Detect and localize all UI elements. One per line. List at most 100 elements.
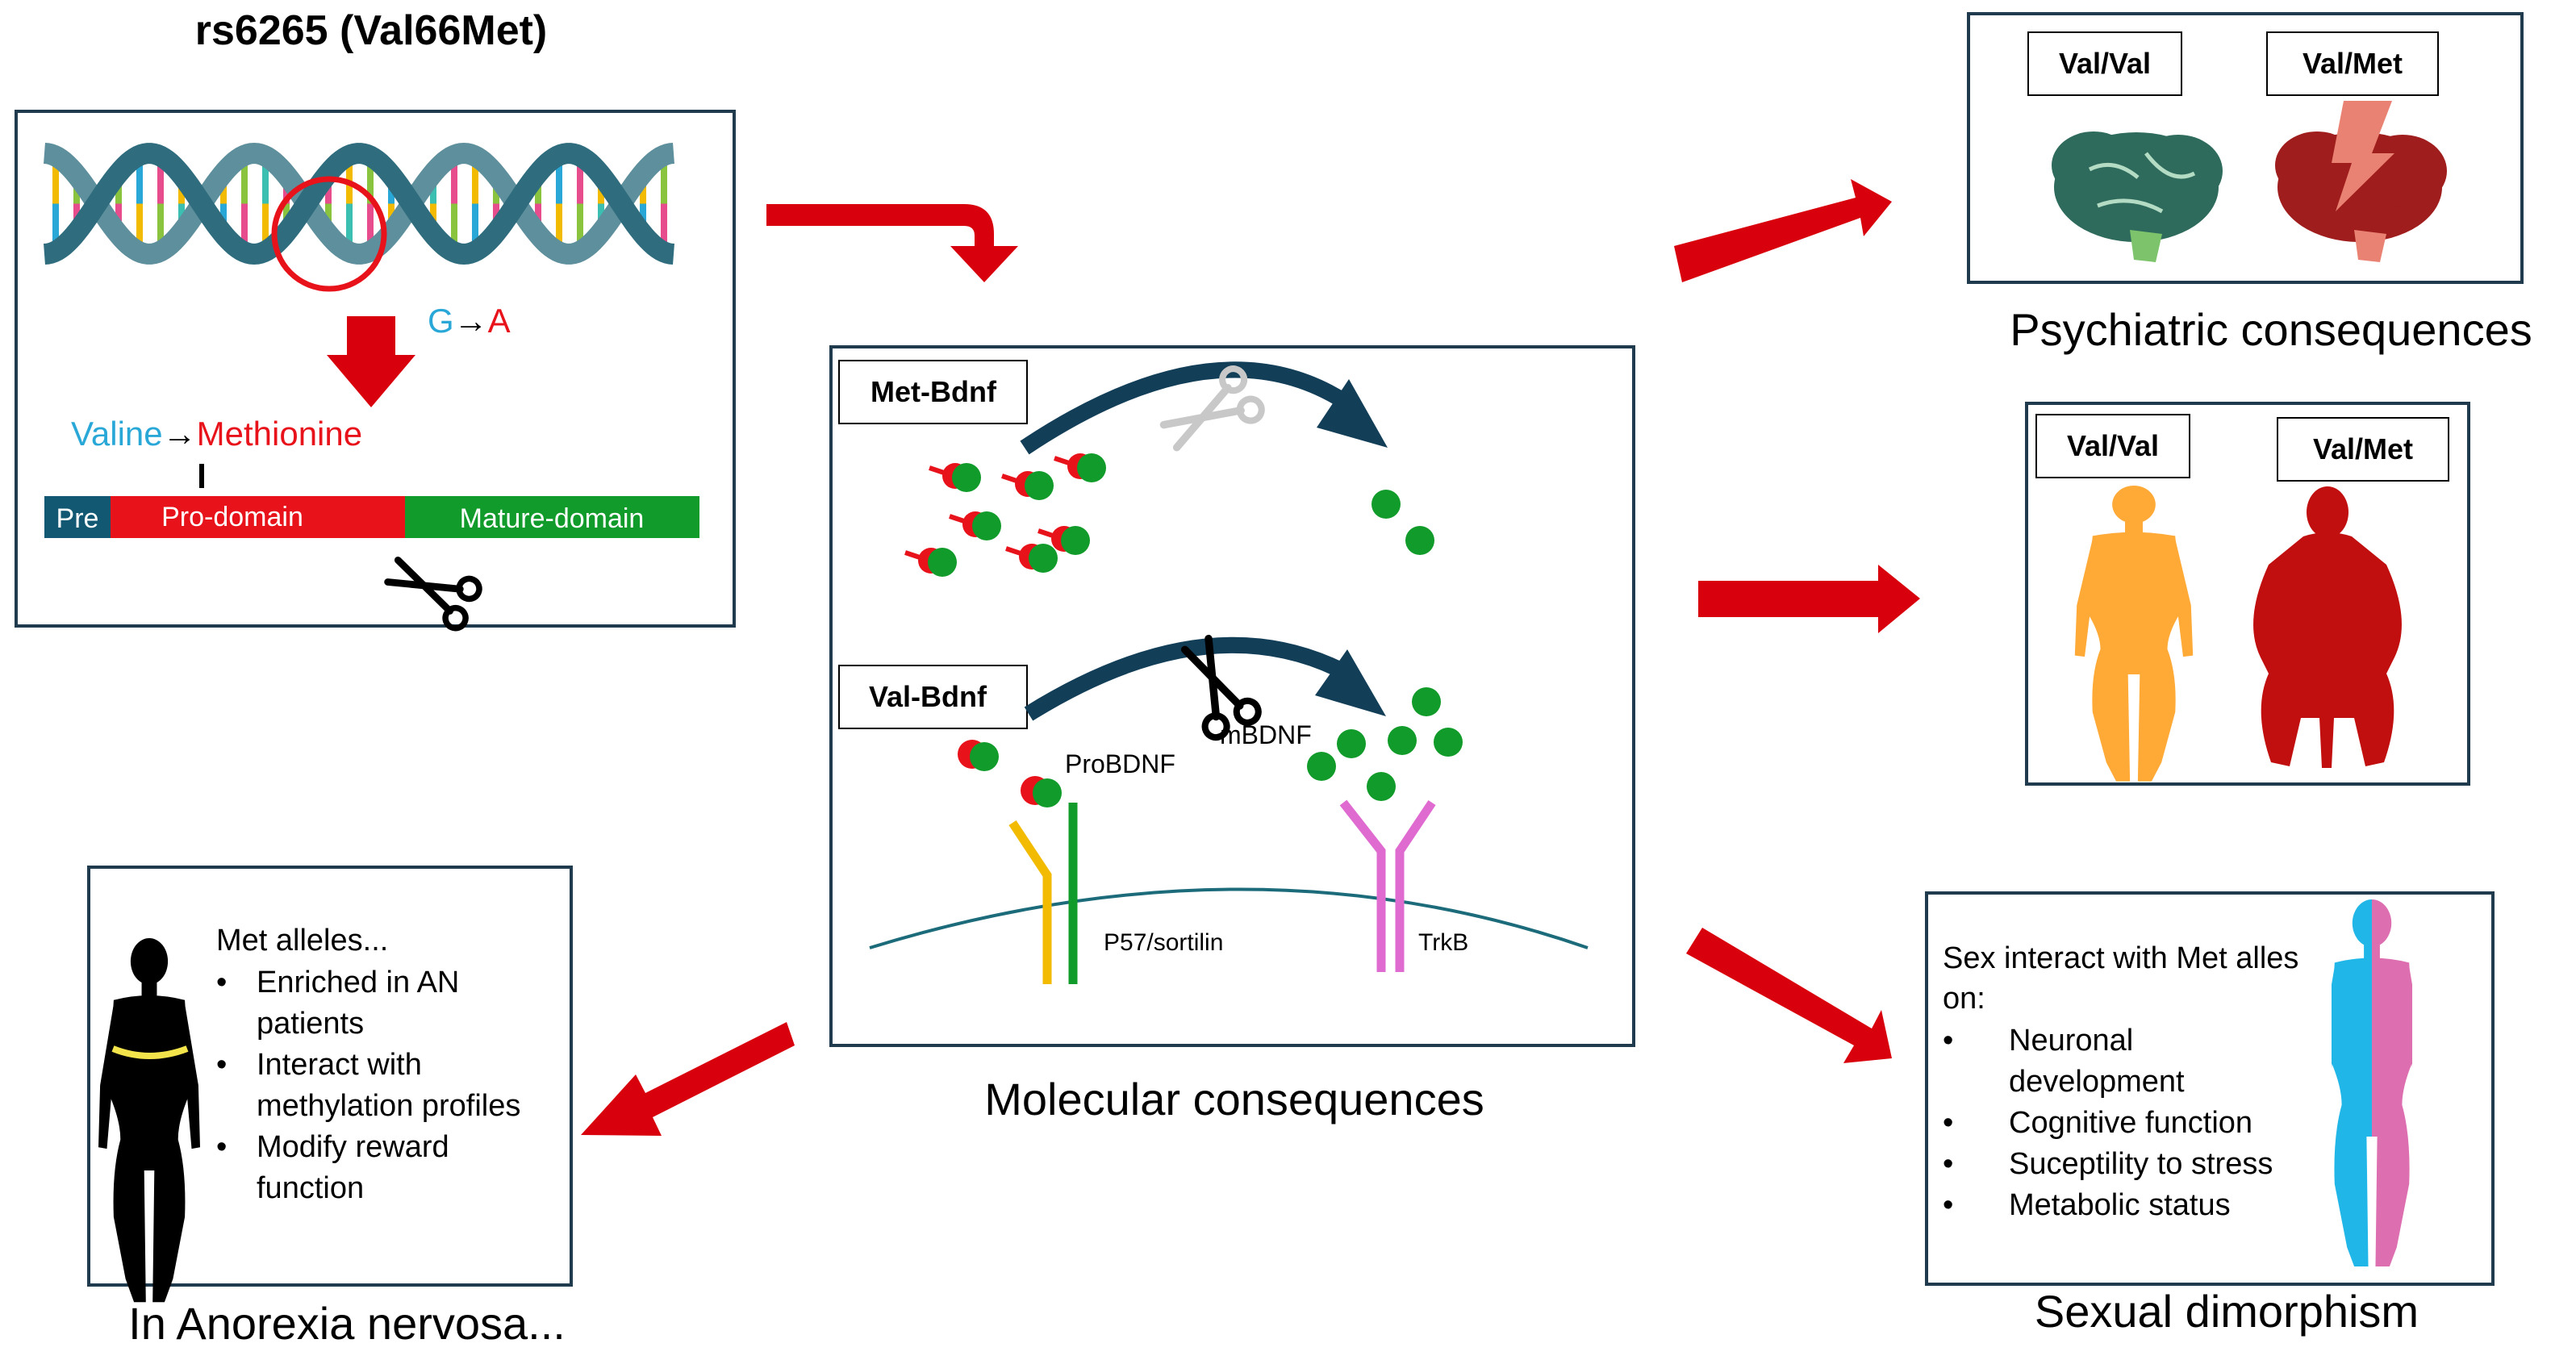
down-arrow [327,316,415,407]
list-item-text-cont: function [257,1171,364,1205]
snp-highlight-circle [271,176,387,292]
met-bdnf-box [838,360,1028,424]
mbdnf-label: mBDNF [1220,720,1312,749]
pre-label: Pre [56,503,99,534]
arrow-to-sexual [1686,928,1892,1063]
met-probdnf-molecule [1001,471,1054,500]
genotype-label-valval: Val/Val [2067,429,2159,462]
pro-domain [111,496,405,538]
list-item: • Neuronal development [1943,1024,2185,1099]
list-item: • Enriched in AN patients [216,966,459,1041]
met-cleavage-arrow [1020,361,1352,455]
genotype-box-valmet [2277,417,2449,482]
mature-label: Mature-domain [460,503,645,534]
list-item-text: Enriched in AN [257,966,459,999]
anorexia-caption: In Anorexia nervosa... [128,1298,566,1349]
scissors-icon [1159,365,1265,452]
bullet: • [216,1130,227,1164]
met-probdnf-molecule [1005,544,1058,573]
genotype-box-valval [2027,31,2182,96]
val-bdnf-label: Val-Bdnf [869,680,987,713]
genotype-box-valmet [2266,31,2439,96]
bullet: • [1943,1024,1953,1058]
list-item-text: Interact with [257,1048,422,1082]
mature-domain [405,496,699,538]
psychiatric-panel: Val/Val Val/Met Psychiatric consequences [1967,12,2532,355]
arrow-snp-to-molecular [766,204,1018,282]
scissors-icon [384,556,482,632]
met-arrowhead [1317,379,1388,448]
sexual-heading-1: Sex interact with Met alles [1943,941,2298,975]
met-probdnf-molecule [1037,526,1090,555]
anorexia-heading: Met alleles... [216,924,388,958]
mutation-to: A [488,302,511,340]
list-item: • Cognitive function [1943,1106,2252,1140]
brain-lightning-icon [2275,101,2447,262]
list-item: • Suceptility to stress [1943,1147,2273,1181]
connector-arrows [581,179,1920,1136]
scissors-icon [1180,634,1262,741]
trkb-receptor [1339,799,1436,972]
list-item-text: Metabolic status [2009,1188,2231,1222]
mutation-arrow: → [454,302,488,340]
val-bdnf-box [838,665,1028,729]
list-item-text-cont: patients [257,1007,364,1041]
sexual-dimorphism-panel: Sex interact with Met alles on: • Neurona… [1925,891,2495,1337]
pro-label: Pro-domain [161,502,303,532]
anorexia-findings-list: • Enriched in AN patients • Interact with met… [216,966,520,1205]
anorexia-panel: Met alleles... • Enriched in AN patients • I… [87,866,573,1349]
val-arrowhead [1315,649,1386,716]
list-item-text: Modify reward [257,1130,449,1164]
met-probdnf-molecule [949,511,1001,540]
bullet: • [216,966,227,999]
met-probdnf-molecule [904,548,957,577]
protein-domains: Pre Pro-domain Mature-domain [44,496,699,538]
list-item: • Interact with methylation profiles [216,1048,520,1123]
p57-sortilin-receptor [1008,803,1078,984]
bullet: • [216,1048,227,1082]
list-item-text-cont: development [2009,1065,2185,1099]
met-probdnf-cluster [904,453,1106,577]
arrow-to-psychiatric [1674,179,1892,282]
list-item-text-cont: methylation profiles [257,1089,520,1123]
met-mature-cluster [1372,490,1434,555]
sexual-caption: Sexual dimorphism [2035,1286,2419,1337]
genotype-label-valmet: Val/Met [2303,47,2403,80]
sexual-heading-2: on: [1943,982,1985,1016]
genotype-box-valval [2035,414,2190,478]
cell-membrane [869,887,1589,949]
list-item-text: Suceptility to stress [2009,1147,2273,1181]
bullet: • [1943,1147,1953,1181]
snp-title: rs6265 (Val66Met) [195,7,548,54]
met-probdnf-molecule [1054,453,1106,482]
val-probdnf-molecules [958,740,1062,807]
val-cleavage-arrow [1024,636,1351,721]
dna-strand-a [44,142,674,265]
genotype-label-valval: Val/Val [2059,47,2151,80]
aa-arrow: → [163,415,197,453]
healthy-brain-icon [2052,131,2223,262]
p57-label: P57/sortilin [1104,929,1223,956]
trkb-label: TrkB [1418,929,1468,956]
molecular-caption: Molecular consequences [984,1074,1484,1124]
bullet: • [1943,1188,1953,1222]
genotype-label-valmet: Val/Met [2313,432,2413,465]
measuring-tape-icon [111,1045,189,1059]
val-mature-cluster [1307,687,1463,801]
snp-panel: rs6265 (Val66Met) G→A Valine→Methionine … [15,7,736,632]
met-probdnf-molecule [929,463,981,492]
mutation-from: G [428,302,454,340]
met-bdnf-label: Met-Bdnf [870,375,997,408]
lightning-bolt-icon [2332,101,2394,211]
list-item-text: Neuronal [2009,1024,2133,1058]
pre-domain [44,496,111,538]
molecular-panel: Met-Bdnf Val-Bdnf ProBDNF mB [829,345,1635,1124]
aa-change-label: Valine→Methionine [71,415,362,453]
aa-to: Methionine [197,415,362,453]
dna-helix [44,142,674,292]
list-item-text: Cognitive function [2009,1106,2252,1140]
bullet: • [1943,1106,1953,1140]
arrow-to-obesity [1698,565,1920,633]
